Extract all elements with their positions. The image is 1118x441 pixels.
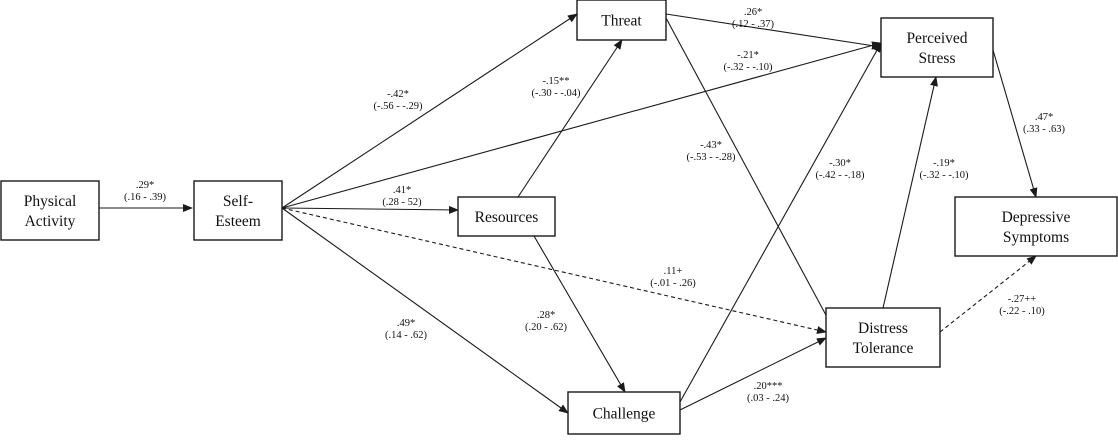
node-depressive-label-line-1: Depressive [1002,209,1071,226]
edge-se-challenge-arrow [281,207,569,414]
node-threat-box [576,0,667,41]
node-physical-box [0,180,100,241]
edge-distress-depressive-coefficient: -.27++ [1008,294,1037,305]
edge-threat-distress-coefficient: -.43* [700,140,722,151]
edge-resources-threat-arrow [517,39,623,198]
edge-threat-distress-arrow [665,17,835,331]
edge-se-distress-confidence-interval: (-.01 - .26) [650,278,696,289]
edge-se-resources-arrow [281,205,459,214]
edge-challenge-distress-confidence-interval: (.03 - .24) [747,393,789,404]
node-distress-label-line-1: Distress [858,320,908,337]
edge-distress-depressive-confidence-interval: (-.22 - .10) [999,306,1045,317]
node-physical-label-line-2: Activity [25,213,76,230]
edge-se-stress-confidence-interval: (-.32 - -.10) [724,62,773,73]
node-resources-box [457,196,556,237]
node-challenge-label-line-1: Challenge [593,406,656,423]
edge-challenge-stress-confidence-interval: (-.42 - -.18) [816,170,865,181]
node-stress-label-line-1: Perceived [906,30,967,47]
node-stress-box [880,17,994,78]
edge-challenge-distress-coefficient: .20*** [754,381,783,392]
edge-se-threat-arrow [281,13,578,209]
node-stress-label-line-2: Stress [918,50,955,67]
edge-challenge-stress-arrow [679,42,882,403]
node-depressive-label-line-2: Symptoms [1003,229,1069,246]
edge-se-distress-arrow [281,207,827,334]
edge-distress-stress-coefficient: -.19* [933,158,955,169]
edge-challenge-stress-coefficient: -.30* [829,158,851,169]
edge-distress-stress-arrow [882,76,938,309]
edge-challenge-distress-arrow [679,337,827,411]
node-resources-label-line-1: Resources [475,209,539,226]
edge-resources-challenge-confidence-interval: (.20 - .62) [525,322,567,333]
edge-se-stress-coefficient: -.21* [737,50,759,61]
edge-resources-threat-confidence-interval: (-.30 - -.04) [532,88,581,99]
edge-distress-stress-confidence-interval: (-.32 - -.10) [920,170,969,181]
edge-stress-depressive-arrow [992,49,1038,198]
edge-threat-stress-coefficient: .26* [744,7,762,18]
node-selfesteem: Self- Esteem [193,180,283,241]
node-selfesteem-box [193,180,283,241]
node-physical-label-line-1: Physical [24,193,77,210]
node-threat: Threat [576,0,667,41]
edge-se-challenge-coefficient: .49* [397,318,415,329]
edge-se-challenge-confidence-interval: (.14 - .62) [385,330,427,341]
node-challenge: Challenge [567,391,681,435]
edge-se-resources-confidence-interval: (.28 - 52) [382,197,422,208]
edge-se-threat-confidence-interval: (-.56 - -.29) [374,101,423,112]
edge-stress-depressive-coefficient: .47* [1035,112,1053,123]
edge-pa-se-coefficient: .29* [136,180,154,191]
node-selfesteem-label-line-2: Esteem [215,213,261,230]
edge-se-distress-coefficient: .11+ [664,266,683,277]
node-distress-label-line-2: Tolerance [853,340,914,357]
edge-threat-distress-confidence-interval: (-.53 - -.28) [687,152,736,163]
edge-se-resources-coefficient: .41* [393,185,411,196]
node-resources: Resources [457,196,556,237]
edge-se-stress-arrow [281,41,882,209]
edge-pa-se-confidence-interval: (.16 - .39) [124,192,166,203]
node-selfesteem-label-line-1: Self- [223,193,253,210]
node-distress-box [825,307,941,368]
node-threat-label-line-1: Threat [601,13,642,30]
edge-threat-stress-confidence-interval: (.12 - .37) [732,19,774,30]
edge-resources-threat-coefficient: -.15** [542,76,569,87]
node-challenge-box [567,391,681,435]
edge-se-threat-coefficient: -.42* [387,89,409,100]
node-depressive-box [954,196,1118,257]
edge-stress-depressive-confidence-interval: (.33 - .63) [1023,124,1065,135]
edge-resources-challenge-arrow [533,235,626,393]
edge-resources-challenge-coefficient: .28* [537,310,555,321]
edge-threat-stress-arrow [665,13,882,50]
